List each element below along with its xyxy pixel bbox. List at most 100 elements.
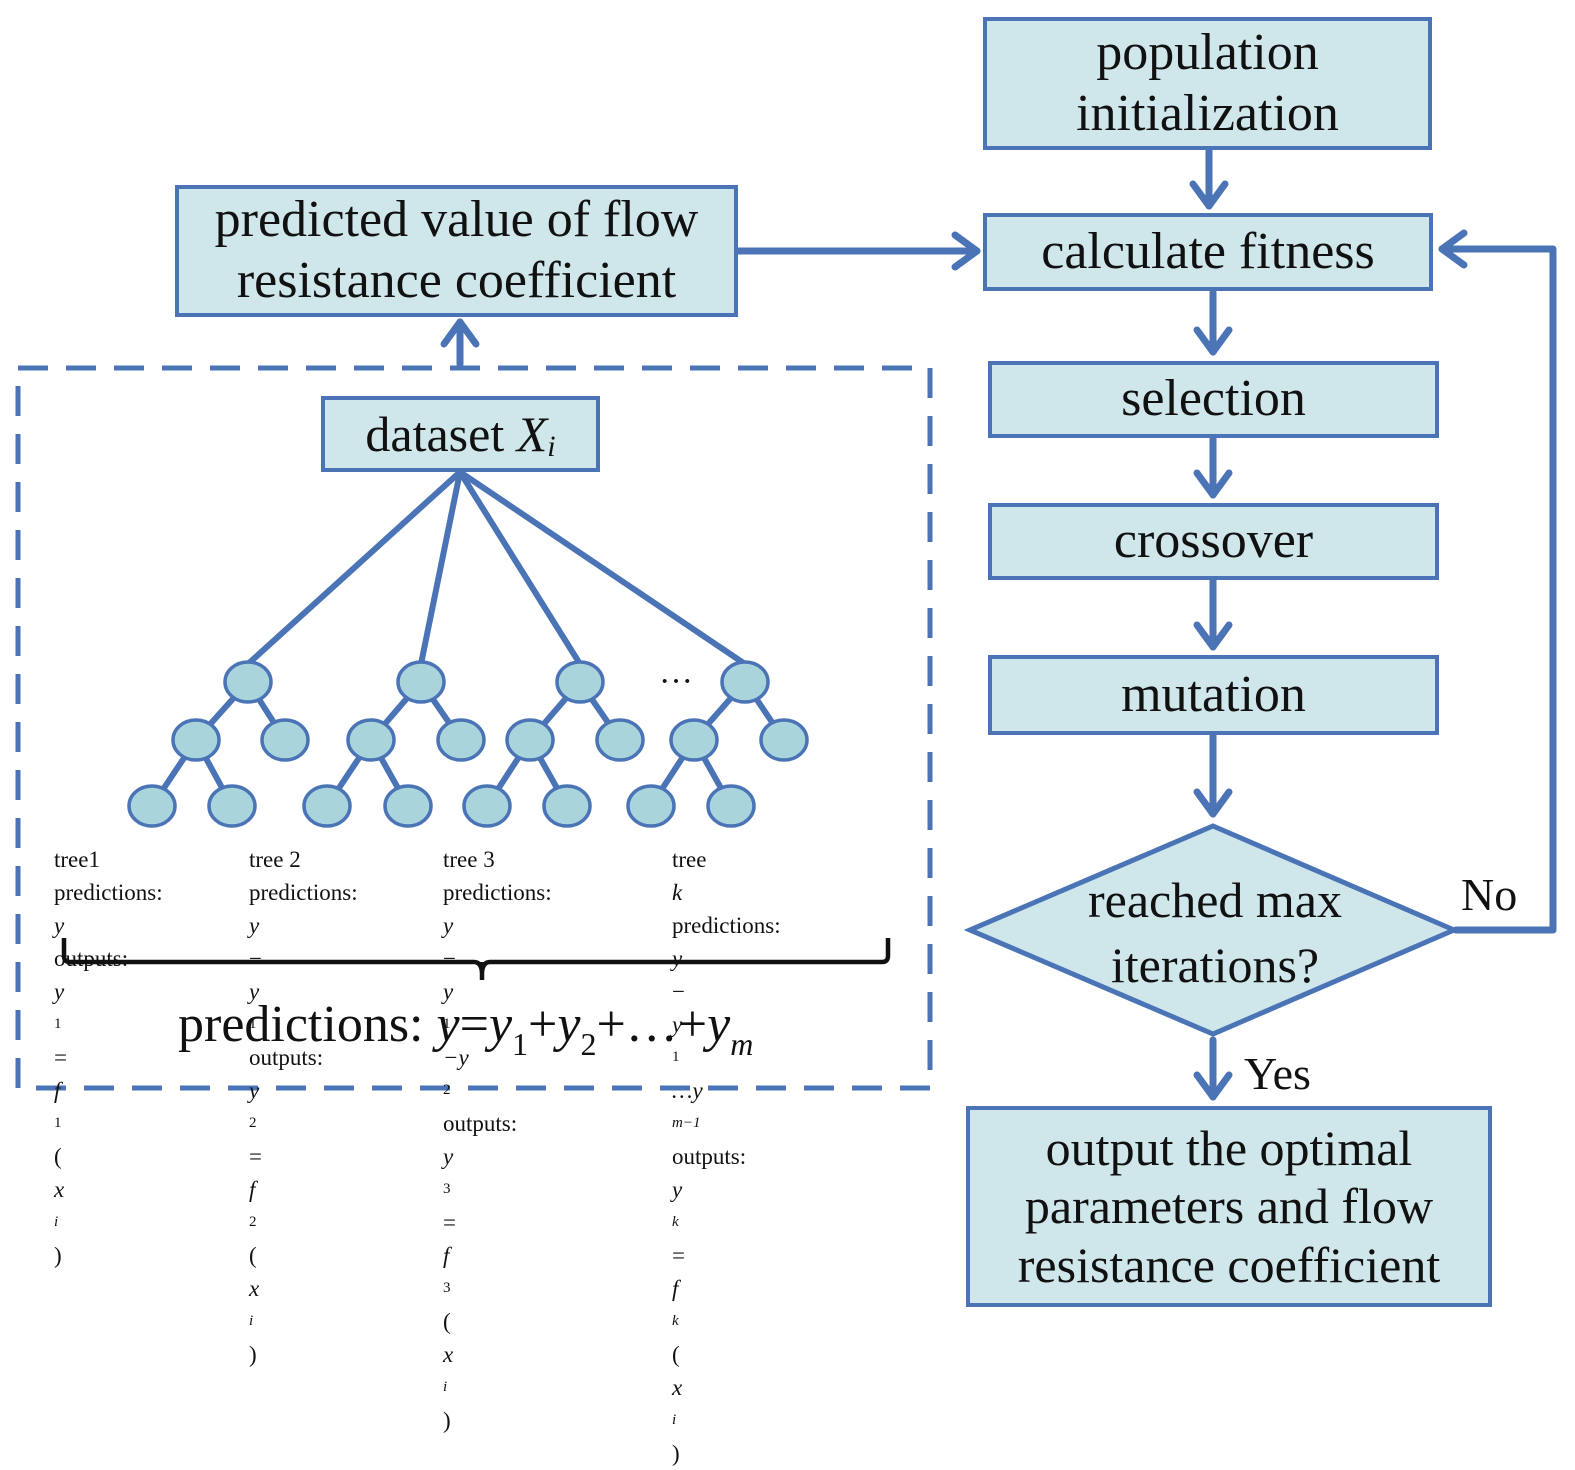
math: 1	[672, 1049, 680, 1065]
math: =	[443, 1210, 456, 1235]
math: y	[707, 996, 731, 1053]
math: y	[54, 913, 65, 938]
arrow-decision-no-loop	[1438, 229, 1557, 934]
tree-node	[346, 718, 396, 762]
tree-node	[223, 660, 273, 704]
math: i	[443, 1379, 448, 1395]
population-initialization-box: population initialization	[983, 17, 1432, 150]
tree-ellipsis: ···	[659, 663, 693, 700]
output-line-3: resistance coefficient	[1017, 1236, 1441, 1293]
tree-out-label: outputs:	[443, 1111, 523, 1136]
math: (	[672, 1342, 680, 1367]
arrow-model-to-predicted	[440, 318, 480, 368]
math: 1	[249, 1016, 257, 1032]
formula-label: predictions:	[178, 996, 437, 1053]
arrow-decision-yes-to-output	[1193, 1036, 1233, 1101]
math: k	[672, 1214, 679, 1230]
tree-node	[127, 784, 177, 828]
math: (	[54, 1144, 62, 1169]
math: )	[672, 1441, 680, 1466]
math: k	[672, 1313, 679, 1329]
math: y	[443, 979, 454, 1004]
math: +	[528, 996, 558, 1053]
arrow-fitness-to-selection	[1193, 288, 1233, 356]
math: (	[249, 1243, 257, 1268]
math: y	[249, 979, 260, 1004]
math: 1	[512, 1026, 529, 1062]
math: m	[730, 1026, 754, 1062]
math: f	[672, 1276, 679, 1301]
math: y	[249, 913, 260, 938]
math: 2	[443, 1082, 451, 1098]
tree-node	[706, 784, 756, 828]
output-line-1: output the optimal	[1045, 1119, 1413, 1176]
math: f	[249, 1177, 256, 1202]
arrow-init-to-fitness	[1189, 146, 1229, 210]
init-line-1: population	[1096, 23, 1319, 81]
decision-line-1: reached max	[1087, 872, 1342, 928]
sum-brace	[61, 938, 891, 980]
math: )	[249, 1342, 257, 1367]
math: )	[54, 1243, 62, 1268]
tree-node	[436, 718, 486, 762]
math: =	[54, 1045, 67, 1070]
math: 2	[249, 1115, 257, 1131]
math: 1	[54, 1115, 62, 1131]
math: y	[557, 996, 581, 1053]
math: i	[54, 1214, 59, 1230]
tree-node	[626, 784, 676, 828]
math: =	[249, 1144, 262, 1169]
tree-node	[759, 718, 809, 762]
math: −y	[443, 1045, 469, 1070]
tree-node	[383, 784, 433, 828]
math: y	[54, 979, 65, 1004]
math: i	[249, 1313, 254, 1329]
output-line-2: parameters and flow	[1024, 1178, 1434, 1235]
tree-out-label: outputs:	[54, 946, 134, 971]
init-line-2: initialization	[1076, 84, 1339, 142]
math: x	[443, 1342, 454, 1367]
arrow-mutation-to-decision	[1193, 731, 1233, 818]
math: y	[672, 946, 683, 971]
tree-pred-label: predictions:	[249, 880, 364, 905]
arrow-selection-to-crossover	[1193, 434, 1233, 499]
flow-arrows	[440, 146, 1557, 1101]
mutation-box: mutation	[988, 655, 1439, 735]
math: −	[249, 946, 262, 971]
tree-node	[396, 660, 446, 704]
math: −	[443, 946, 456, 971]
tree-node	[595, 718, 645, 762]
math: y	[436, 996, 460, 1053]
tree-name: tree	[672, 847, 713, 872]
tree-pred-label: predictions:	[443, 880, 558, 905]
mutation-label: mutation	[1121, 665, 1306, 723]
predictions-formula: predictions: y=y1+y2+…+ym	[178, 995, 753, 1063]
tree-node	[302, 784, 352, 828]
math: x	[249, 1276, 260, 1301]
decision-diamond	[963, 823, 1461, 1037]
math: y	[443, 913, 454, 938]
math: x	[672, 1375, 683, 1400]
tree-node	[720, 660, 770, 704]
tree-name: tree 2	[249, 847, 301, 872]
math: y	[443, 1144, 454, 1169]
math: …y	[672, 1078, 703, 1103]
math: =	[672, 1243, 685, 1268]
tree-name: tree1	[54, 847, 100, 872]
tree-out-label: outputs:	[249, 1045, 329, 1070]
dataset-variable: X	[516, 405, 548, 462]
tree-node	[207, 784, 257, 828]
arrow-crossover-to-mutation	[1193, 576, 1233, 651]
predicted-line-2: resistance coefficient	[236, 252, 677, 309]
math: 3	[443, 1181, 451, 1197]
math: 1	[54, 1016, 62, 1032]
calculate-fitness-box: calculate fitness	[983, 213, 1433, 291]
decision-label: reached max iterations?	[1000, 868, 1430, 998]
no-label: No	[1461, 869, 1518, 920]
selection-label: selection	[1121, 370, 1306, 428]
math: i	[672, 1412, 677, 1428]
dataset-label: dataset	[365, 405, 517, 462]
